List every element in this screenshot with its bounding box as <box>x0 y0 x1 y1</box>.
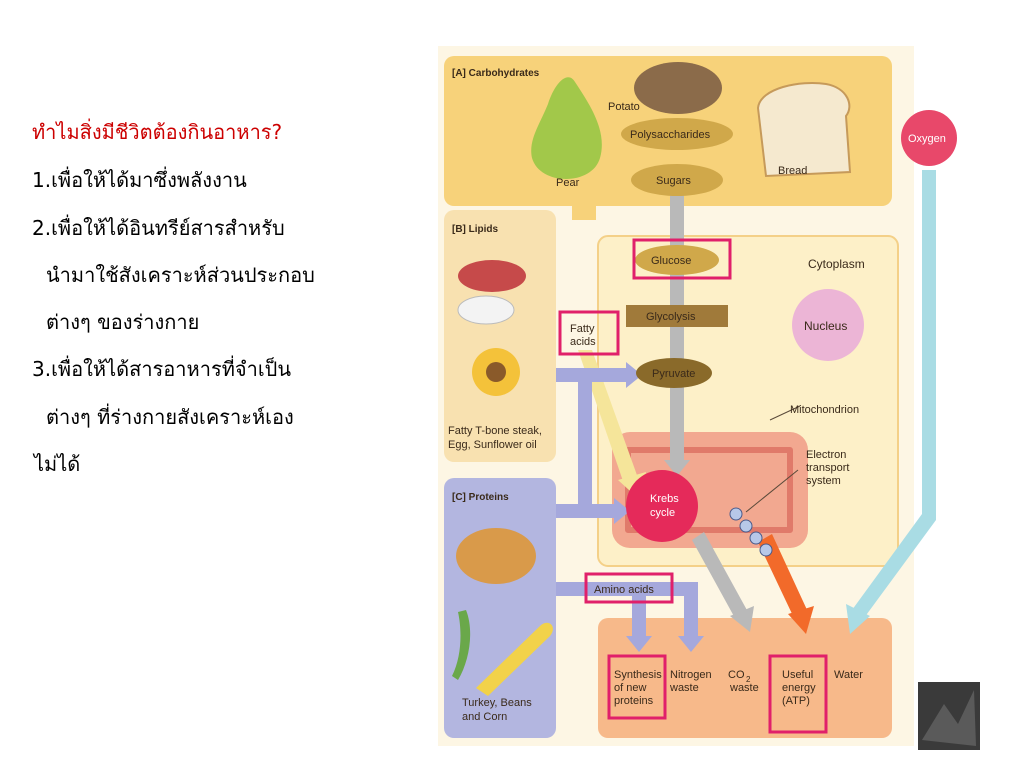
pyruvate-label: Pyruvate <box>652 368 695 380</box>
proteins-heading: [C] Proteins <box>452 492 509 503</box>
electron-transport-line-1: Electron <box>806 449 846 461</box>
electron-pointer <box>745 469 799 513</box>
glucose-node <box>635 245 719 275</box>
reason-2-line-1: 2.เพื่อให้ได้อินทรีย์สารสำหรับ <box>32 216 285 240</box>
output-synthesis-3: proteins <box>614 695 654 707</box>
reason-3-line-1: 3.เพื่อให้ได้สารอาหารที่จำเป็น <box>32 357 292 381</box>
output-water: Water <box>834 669 863 681</box>
nucleus <box>792 289 864 361</box>
glucose-pathway-arrowhead <box>664 460 690 476</box>
beans-illustration <box>452 610 471 680</box>
bread-illustration <box>756 82 852 178</box>
output-co2-subscript: 2 <box>746 675 751 684</box>
pyruvate-node <box>636 358 712 388</box>
output-nitrogen-2: waste <box>669 682 699 694</box>
output-synthesis-2: of new <box>614 682 646 694</box>
fatty-acids-label-1: Fatty <box>570 323 595 335</box>
fatty-acids-highlight-box <box>558 310 620 356</box>
output-synthesis-1: Synthesis <box>614 669 662 681</box>
fatty-acid-arrow <box>578 350 638 484</box>
glycolysis-node <box>626 305 728 327</box>
output-energy-2: energy <box>782 682 816 694</box>
oxygen-arrow <box>852 170 936 618</box>
potato-illustration <box>634 62 722 114</box>
nitrogen-arrowhead <box>678 636 704 652</box>
electron-bead <box>739 519 753 533</box>
atp-arrow <box>758 534 808 618</box>
amino-acids-label: Amino acids <box>594 584 654 596</box>
sugars-label: Sugars <box>656 175 691 187</box>
nitrogen-arrow <box>684 582 698 638</box>
outputs-panel <box>598 618 892 738</box>
oxygen-arrowhead <box>846 604 870 634</box>
corner-thumbnail-texture <box>922 690 976 746</box>
polysaccharides-node <box>621 118 733 150</box>
reason-1: 1.เพื่อให้ได้มาซึ่งพลังงาน <box>32 168 247 192</box>
pear-illustration <box>531 77 602 179</box>
synthesis-arrow <box>632 582 646 638</box>
glycolysis-label: Glycolysis <box>646 311 696 323</box>
electron-bead <box>729 507 743 521</box>
corn-illustration <box>476 622 553 696</box>
output-energy-3: (ATP) <box>782 695 810 707</box>
protein-vertical-arrow <box>578 368 592 518</box>
reason-2-line-3: ต่างๆ ของร่างกาย <box>46 310 200 334</box>
krebs-label-1: Krebs <box>650 493 679 505</box>
nucleus-label: Nucleus <box>804 319 847 333</box>
egg-illustration <box>457 295 515 325</box>
amino-acids-highlight-box <box>584 572 674 604</box>
sunflower-center <box>486 362 506 382</box>
steak-illustration <box>458 260 526 292</box>
question-heading: ทำไมสิ่งมีชีวิตต้องกินอาหาร? <box>32 120 283 144</box>
reason-3-line-3: ไม่ได้ <box>34 452 81 476</box>
glucose-label: Glucose <box>651 255 691 267</box>
polysaccharides-label: Polysaccharides <box>630 129 711 141</box>
turkey-illustration <box>456 528 536 584</box>
output-co2-2: waste <box>729 682 759 694</box>
lipid-foods-caption-1: Fatty T-bone steak, <box>448 425 542 437</box>
electron-transport-line-3: system <box>806 475 841 487</box>
atp-highlight-box <box>768 654 828 734</box>
output-co2-1: CO <box>728 669 745 681</box>
electron-transport-line-2: transport <box>806 462 849 474</box>
protein-foods-caption-1: Turkey, Beans <box>462 697 532 709</box>
synthesis-highlight-box <box>607 654 667 720</box>
co2-arrowhead <box>730 606 754 632</box>
lipid-foods-caption-2: Egg, Sunflower oil <box>448 439 537 451</box>
fatty-acids-label-2: acids <box>570 336 596 348</box>
lipids-heading: [B] Lipids <box>452 224 499 235</box>
pear-label: Pear <box>556 177 580 189</box>
protein-to-krebs-arrowhead <box>614 498 630 524</box>
protein-to-pyruvate-arrowhead <box>626 362 642 388</box>
protein-to-krebs-arrow <box>556 504 616 518</box>
amino-acid-flow-arrow <box>556 582 696 596</box>
carb-channel <box>572 190 596 220</box>
electron-bead <box>759 543 773 557</box>
synthesis-arrowhead <box>626 636 652 652</box>
oxygen-node <box>901 110 957 166</box>
output-energy-1: Useful <box>782 669 813 681</box>
sugars-node <box>631 164 723 196</box>
glucose-highlight-box <box>632 238 732 280</box>
output-nitrogen-1: Nitrogen <box>670 669 712 681</box>
krebs-label-2: cycle <box>650 507 675 519</box>
oxygen-label: Oxygen <box>908 133 946 145</box>
bread-label: Bread <box>778 165 807 177</box>
mitochondrion-pointer <box>769 405 801 421</box>
potato-label: Potato <box>608 101 640 113</box>
mitochondrion-label: Mitochondrion <box>790 404 859 416</box>
krebs-cycle-node <box>626 470 698 542</box>
co2-arrow <box>692 532 748 620</box>
reason-2-line-2: นำมาใช้สังเคราะห์ส่วนประกอบ <box>46 263 315 287</box>
cytoplasm-label: Cytoplasm <box>808 257 865 271</box>
reason-3-line-2: ต่างๆ ที่ร่างกายสังเคราะห์เอง <box>46 405 294 429</box>
carbohydrates-heading: [A] Carbohydrates <box>452 68 540 79</box>
protein-foods-caption-2: and Corn <box>462 711 507 723</box>
atp-arrowhead <box>788 606 814 634</box>
electron-bead <box>749 531 763 545</box>
